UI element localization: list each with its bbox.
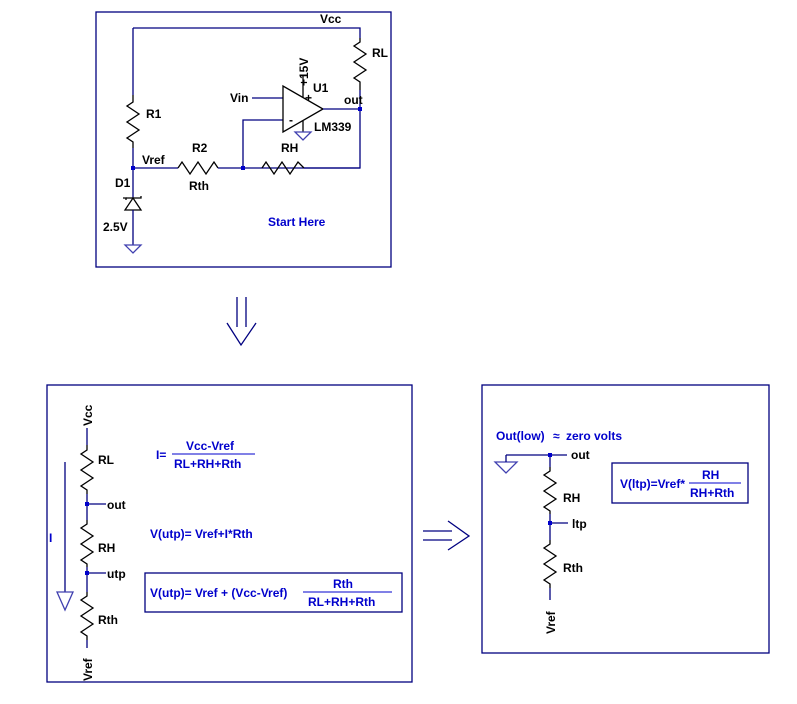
vref-node bbox=[131, 166, 135, 170]
label-rh: RH bbox=[563, 491, 580, 505]
r2-resistor bbox=[177, 160, 219, 176]
eq-ltp-denominator: RH+Rth bbox=[690, 486, 734, 500]
rth-resistor bbox=[542, 540, 558, 588]
ground-icon bbox=[493, 461, 519, 474]
opamp-ground-icon bbox=[293, 131, 313, 141]
label-vcc: Vcc bbox=[320, 12, 342, 26]
vcc-rail-wire bbox=[133, 27, 361, 38]
down-arrow-icon bbox=[226, 297, 257, 347]
label-r1: R1 bbox=[146, 107, 162, 121]
right-frame bbox=[481, 384, 770, 654]
eq-final-lhs: V(utp)= Vref + (Vcc-Vref) bbox=[150, 586, 287, 600]
zener-bar bbox=[126, 196, 142, 199]
left-panel: Vcc RL out RH utp Rth Vref I I= Vcc-Vref… bbox=[46, 384, 413, 683]
out-node bbox=[358, 107, 362, 111]
label-2-5v: 2.5V bbox=[103, 220, 128, 234]
label-out: out bbox=[344, 93, 363, 107]
eq-ltp-numerator: RH bbox=[702, 468, 719, 482]
ltp-node bbox=[548, 521, 552, 525]
zener-bar-left bbox=[123, 197, 127, 200]
plus-input-wire bbox=[242, 119, 283, 168]
label-rl: RL bbox=[372, 46, 388, 60]
label-vcc: Vcc bbox=[81, 404, 95, 426]
label-rth: Rth bbox=[98, 613, 118, 627]
eq-ltp-box bbox=[611, 462, 749, 504]
rl-resistor bbox=[352, 38, 368, 90]
start-here-label: Start Here bbox=[268, 215, 326, 229]
label-plus15v: +15V bbox=[297, 58, 311, 86]
top-schematic: Vcc RL +15V U1 Vin + - out LM339 R1 Vref… bbox=[95, 11, 392, 268]
out-low-label: Out(low) bbox=[496, 429, 545, 443]
eq-vutp: V(utp)= Vref+I*Rth bbox=[150, 527, 253, 541]
label-vin: Vin bbox=[230, 91, 248, 105]
label-vref: Vref bbox=[142, 153, 166, 167]
top-frame bbox=[95, 11, 392, 268]
right-arrow-icon bbox=[423, 520, 471, 551]
label-rh: RH bbox=[281, 141, 298, 155]
label-d1: D1 bbox=[115, 176, 131, 190]
utp-node bbox=[85, 571, 89, 575]
label-rth: Rth bbox=[189, 179, 209, 193]
current-label: I bbox=[49, 531, 52, 545]
current-arrow-icon bbox=[55, 591, 75, 612]
right-panel: Out(low) ≈ zero volts out RH ltp Rth Vre… bbox=[481, 384, 770, 654]
label-rl: RL bbox=[98, 453, 114, 467]
out-node bbox=[548, 453, 552, 457]
label-plus: + bbox=[305, 91, 312, 105]
label-rth: Rth bbox=[563, 561, 583, 575]
label-out: out bbox=[107, 498, 126, 512]
eq-i-numerator: Vcc-Vref bbox=[186, 439, 235, 453]
label-vref: Vref bbox=[544, 610, 558, 634]
zener-diode-icon bbox=[123, 196, 143, 211]
rth-resistor bbox=[79, 592, 95, 640]
label-minus: - bbox=[289, 113, 293, 127]
eq-final-box bbox=[144, 572, 403, 613]
comparator-symbol bbox=[282, 84, 325, 134]
zener-ground-icon bbox=[123, 244, 143, 254]
eq-final-numerator: Rth bbox=[333, 577, 353, 591]
rh-resistor bbox=[79, 520, 95, 567]
eq-i-lhs: I= bbox=[156, 448, 166, 462]
rh-resistor bbox=[542, 467, 558, 514]
eq-ltp-lhs: V(ltp)=Vref* bbox=[620, 477, 685, 491]
label-utp: utp bbox=[107, 567, 126, 581]
rth-node bbox=[241, 166, 245, 170]
eq-final-denominator: RL+RH+Rth bbox=[308, 595, 375, 609]
label-lm339: LM339 bbox=[314, 120, 352, 134]
out-node bbox=[85, 502, 89, 506]
rh-resistor bbox=[261, 160, 305, 176]
zero-volts-label: zero volts bbox=[566, 429, 622, 443]
label-u1: U1 bbox=[313, 81, 329, 95]
rl-resistor bbox=[79, 445, 95, 494]
r1-resistor bbox=[125, 95, 141, 148]
label-out: out bbox=[571, 448, 590, 462]
label-rh: RH bbox=[98, 541, 115, 555]
eq-i-denominator: RL+RH+Rth bbox=[174, 457, 241, 471]
label-r2: R2 bbox=[192, 141, 208, 155]
left-frame bbox=[46, 384, 413, 683]
label-vref: Vref bbox=[81, 657, 95, 681]
approx-symbol: ≈ bbox=[553, 429, 560, 443]
label-ltp: ltp bbox=[572, 517, 587, 531]
